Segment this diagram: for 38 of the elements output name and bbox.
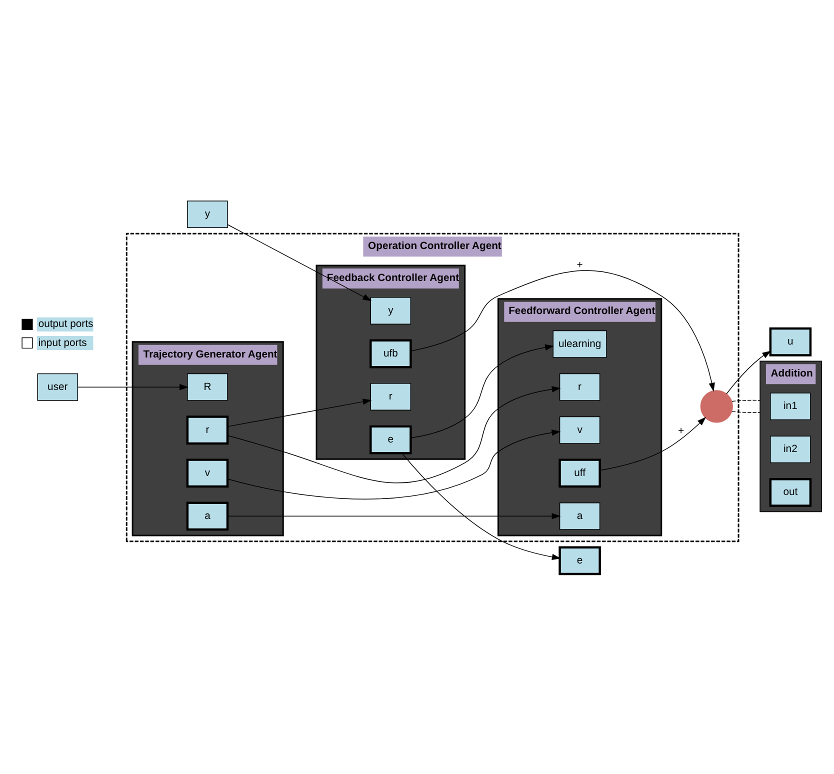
- node-circle: [700, 390, 733, 422]
- node-box: user: [37, 372, 78, 400]
- node-box: R: [187, 372, 228, 400]
- node-box: v: [186, 458, 229, 488]
- node-box: u: [769, 326, 812, 356]
- connector: [732, 410, 760, 412]
- node-box: y: [370, 296, 412, 324]
- node-box: e: [370, 424, 412, 454]
- node-box: ufb: [370, 338, 412, 368]
- arrow: [227, 386, 561, 483]
- node-box: ulearning: [552, 330, 607, 358]
- node-box: v: [559, 416, 600, 444]
- node-box: a: [186, 501, 229, 530]
- node-box: in2: [770, 435, 811, 463]
- legend-label: input ports: [38, 337, 87, 348]
- node-box: r: [186, 415, 229, 444]
- node-box: r: [370, 382, 412, 410]
- arrow: [726, 350, 772, 394]
- node-box: out: [769, 477, 812, 506]
- arrow: [227, 398, 372, 426]
- arrow: [77, 384, 188, 390]
- node-box: r: [559, 372, 600, 400]
- node-box: y: [187, 200, 228, 228]
- node-box: uff: [558, 458, 601, 488]
- node-box: in1: [770, 392, 811, 420]
- arrow: [410, 344, 554, 438]
- arrow: [402, 452, 561, 560]
- arrow: [600, 416, 706, 470]
- arrow: [227, 224, 372, 301]
- arrow: [227, 512, 561, 519]
- arrow: [410, 270, 715, 392]
- node-box: e: [558, 546, 601, 575]
- node-box: a: [559, 502, 600, 530]
- connector: [732, 399, 760, 402]
- arrow: [227, 429, 561, 499]
- edge-label: +: [678, 426, 684, 437]
- legend-label: output ports: [38, 318, 94, 330]
- edge-label: +: [576, 259, 583, 270]
